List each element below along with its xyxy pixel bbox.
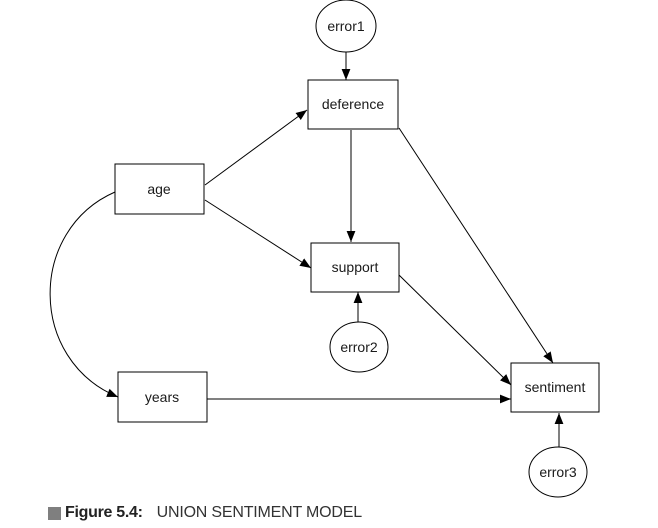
node-years-label: years xyxy=(145,389,179,405)
node-support: support xyxy=(310,242,400,293)
node-age-label: age xyxy=(147,181,171,197)
node-years: years xyxy=(117,371,208,423)
node-deference: deference xyxy=(307,79,399,130)
node-error1-label: error1 xyxy=(327,18,365,34)
node-error3: error3 xyxy=(528,446,588,498)
node-error2: error2 xyxy=(329,321,389,373)
edge-deference-to-sentiment xyxy=(398,127,554,364)
node-sentiment-label: sentiment xyxy=(525,379,586,395)
edge-age-to-support xyxy=(204,199,312,269)
figure-title: UNION SENTIMENT MODEL xyxy=(156,504,363,521)
edge-age-years-covariance xyxy=(49,183,127,398)
figure-caption: Figure 5.4: UNION SENTIMENT MODEL xyxy=(48,502,362,524)
node-sentiment: sentiment xyxy=(510,362,600,413)
node-age: age xyxy=(114,163,205,215)
node-error3-label: error3 xyxy=(539,464,577,480)
node-support-label: support xyxy=(332,259,379,275)
node-error2-label: error2 xyxy=(340,339,378,355)
edge-age-to-deference xyxy=(204,109,308,186)
figure-number: Figure 5.4: xyxy=(65,504,143,521)
caption-square-marker xyxy=(48,506,61,520)
node-error1: error1 xyxy=(315,0,377,53)
edge-support-to-sentiment xyxy=(398,274,512,386)
node-deference-label: deference xyxy=(322,96,384,112)
